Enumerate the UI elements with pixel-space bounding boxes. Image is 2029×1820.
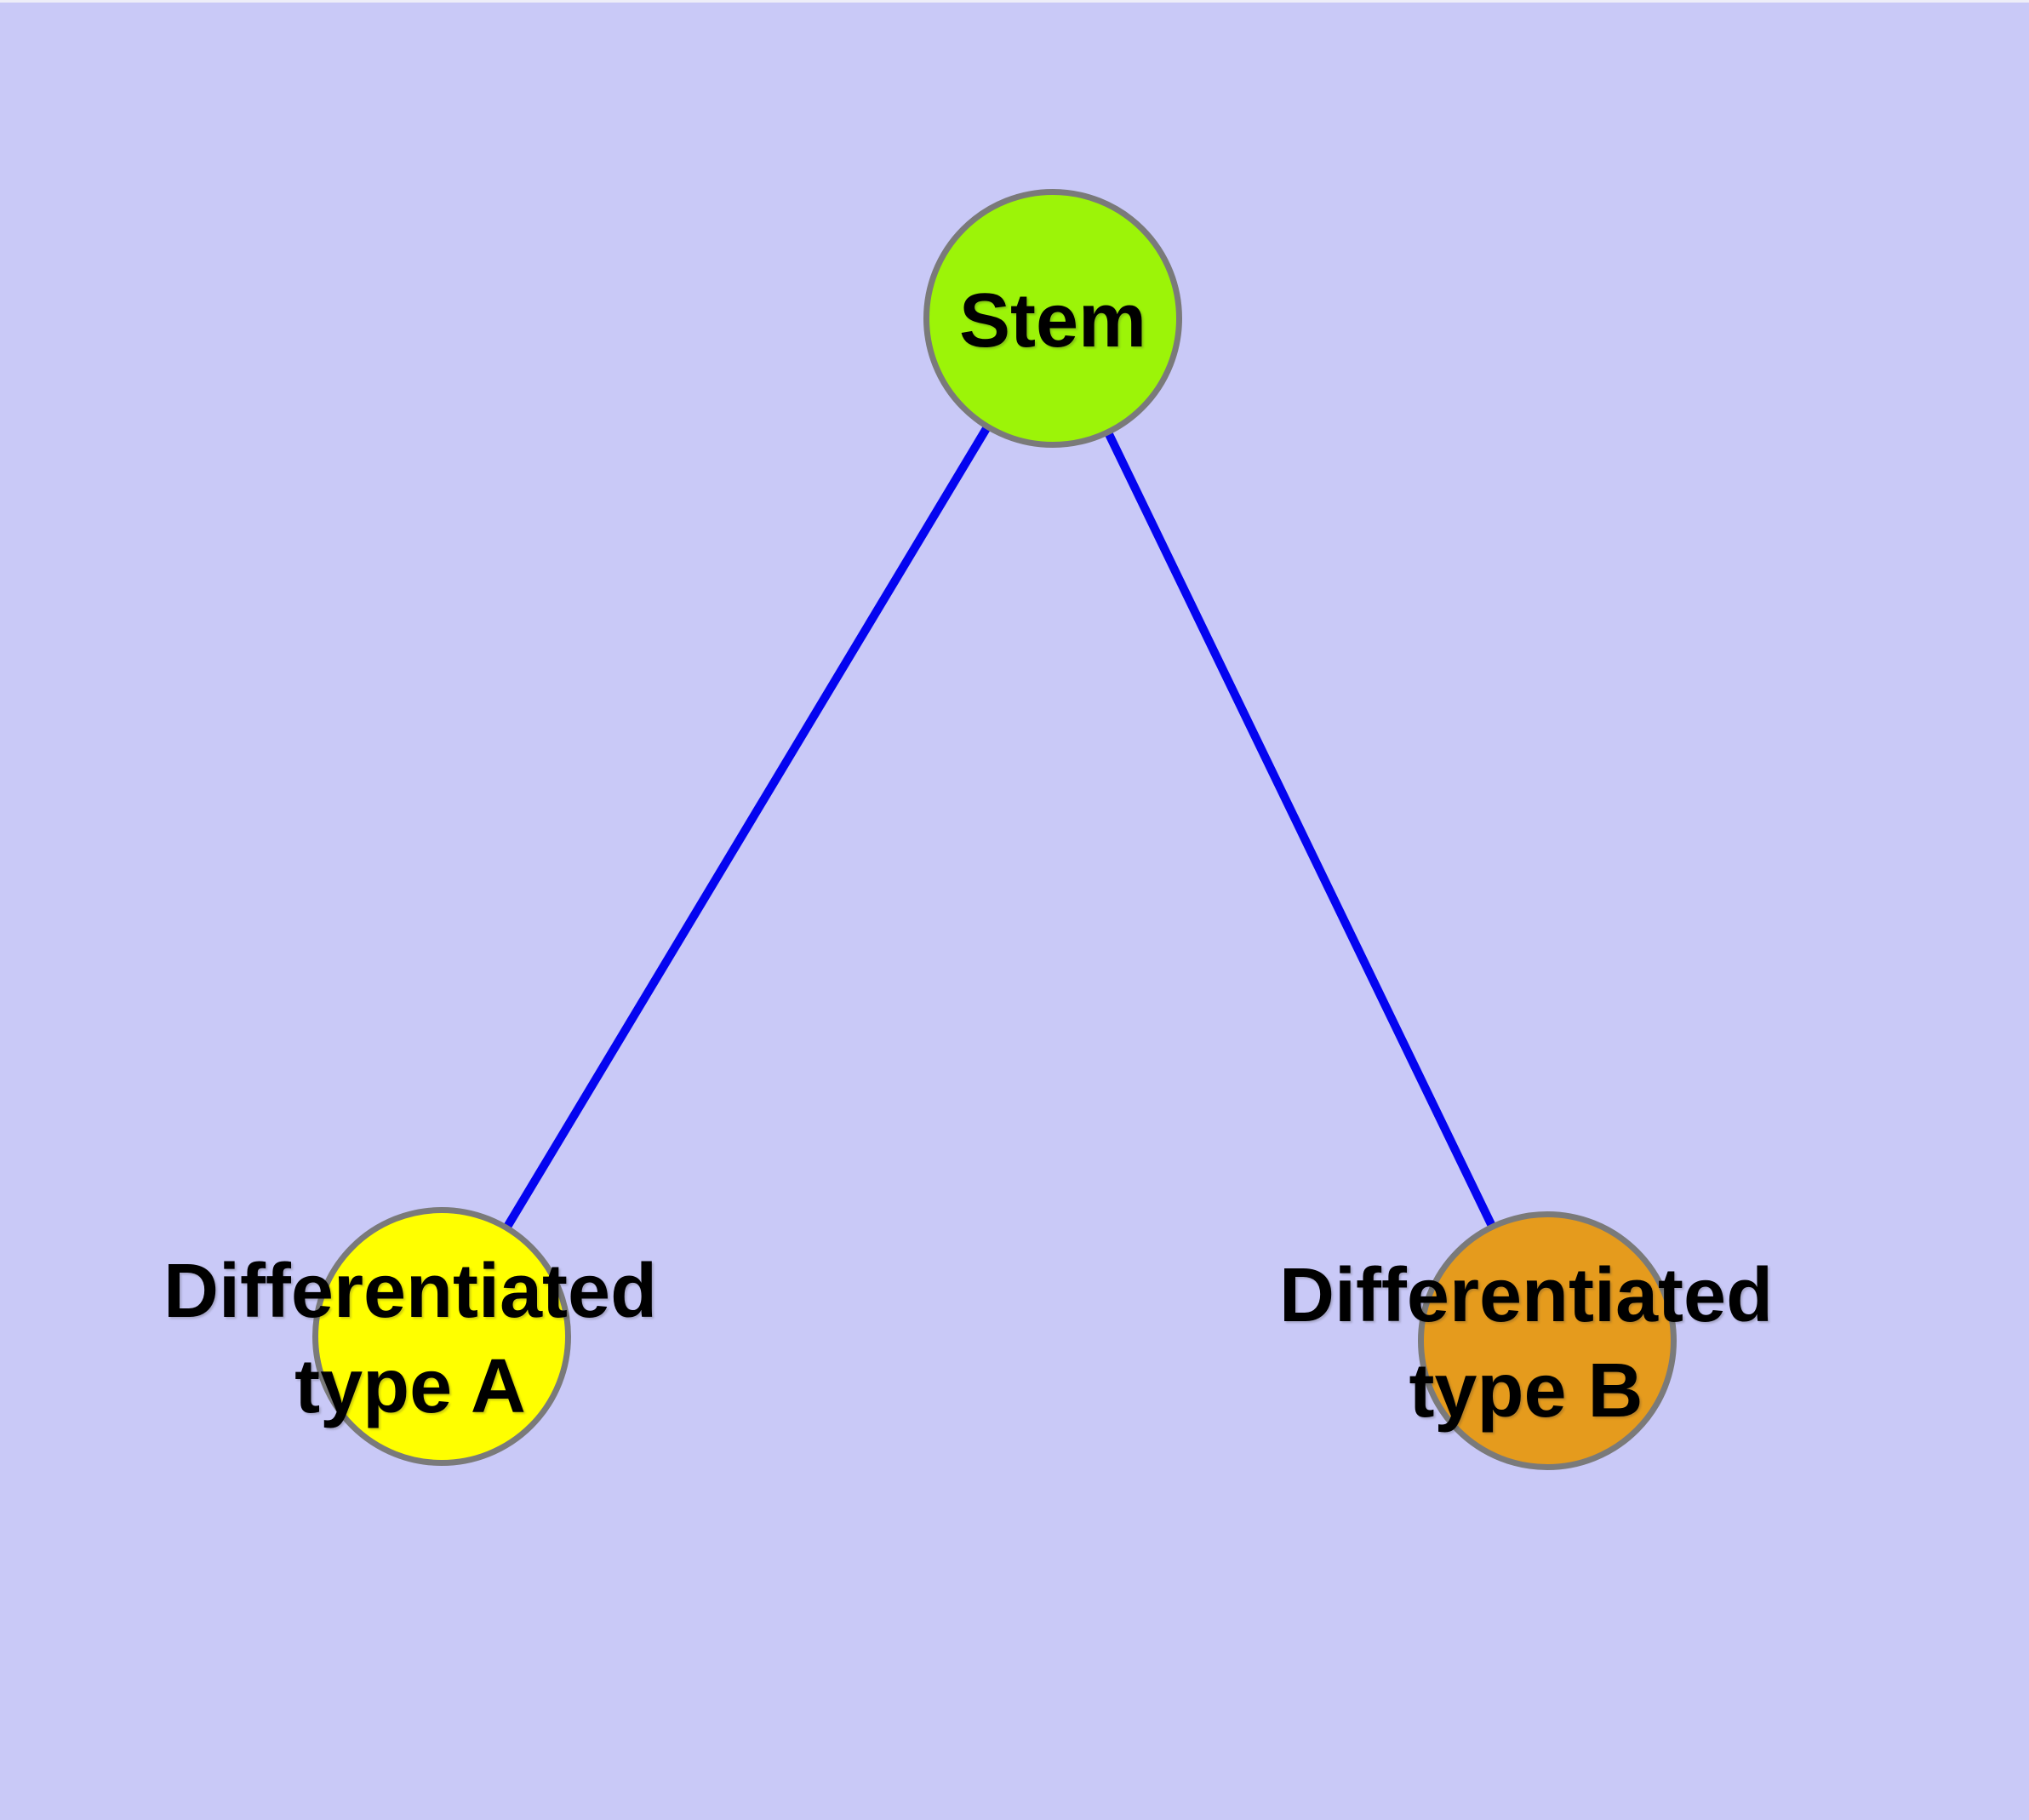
- node-differentiated-type-a-label: Differentiated type A: [163, 1244, 657, 1434]
- node-b-label-line-2: type B: [1409, 1348, 1643, 1434]
- node-stem-label-line: Stem: [958, 278, 1147, 363]
- node-a-label-line-2: type A: [294, 1344, 526, 1429]
- node-b-label-line-1: Differentiated: [1278, 1253, 1774, 1338]
- node-differentiated-type-b: [1418, 1211, 1677, 1470]
- edge-stem-to-type-b: [1049, 316, 1551, 1341]
- node-differentiated-type-b-label: Differentiated type B: [1279, 1248, 1773, 1439]
- node-stem-label: Stem: [959, 273, 1146, 369]
- node-stem: [923, 189, 1182, 448]
- node-differentiated-type-a: [312, 1207, 571, 1466]
- node-a-label-line-1: Differentiated: [163, 1249, 658, 1334]
- edge-layer: [438, 315, 1551, 1341]
- edge-stem-to-type-a: [438, 315, 1057, 1337]
